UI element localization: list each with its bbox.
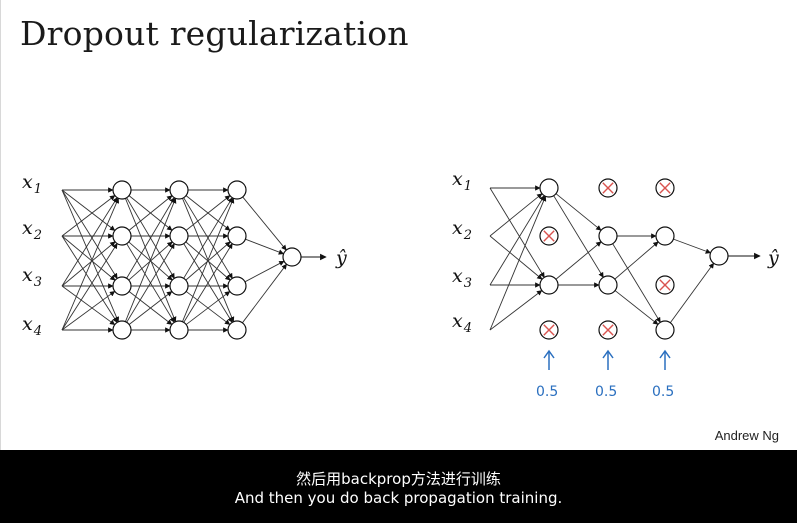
left-edge (61, 189, 120, 323)
subtitle-bar: 然后用backprop方法进行训练 And then you do back p… (0, 450, 797, 523)
subtitle-chinese: 然后用backprop方法进行训练 (296, 470, 501, 488)
left-hidden-node (112, 180, 132, 200)
left-edge (185, 195, 231, 231)
right-output-label: ŷ (767, 247, 779, 269)
left-edge (128, 195, 173, 231)
right-input-label: x1 (452, 168, 472, 194)
left-edge (61, 235, 118, 323)
subtitle-english: And then you do back propagation trainin… (234, 489, 563, 507)
left-network-nodes (112, 180, 302, 340)
left-edge (61, 197, 120, 331)
right-hidden-node (539, 275, 559, 295)
author-credit: Andrew Ng (714, 428, 779, 443)
right-network-edges (489, 185, 761, 331)
left-edge (182, 197, 235, 322)
keep-prob-label: 0.5 (536, 384, 558, 400)
right-hidden-node (655, 320, 675, 340)
left-edge (61, 189, 116, 231)
right-edge (555, 193, 602, 231)
left-network-edges (61, 187, 327, 333)
right-edge (553, 195, 604, 278)
left-edge (183, 197, 233, 279)
left-edge (61, 290, 116, 331)
left-input-label: x1 (22, 171, 42, 197)
left-edge (244, 260, 285, 283)
dropout-diagram: x1 x2 x3 x4 ŷ x1 x2 x3 x4 ŷ 0.5 0.5 0.5 (22, 168, 779, 400)
left-hidden-node (227, 320, 247, 340)
left-hidden-node (169, 180, 189, 200)
left-hidden-node (227, 276, 247, 296)
left-edge (245, 238, 285, 255)
left-hidden-node (169, 320, 189, 340)
left-hidden-node (227, 180, 247, 200)
left-edge (61, 285, 116, 326)
left-edge (242, 263, 287, 324)
left-hidden-node (227, 226, 247, 246)
left-edge (61, 197, 118, 287)
left-input-label: x3 (22, 264, 42, 290)
left-edge (126, 197, 175, 279)
left-hidden-node (112, 276, 132, 296)
left-edge (124, 197, 177, 322)
left-hidden-node (169, 276, 189, 296)
left-edge (61, 243, 118, 331)
left-edge (183, 243, 233, 323)
left-edge (128, 291, 173, 325)
dropped-node (655, 275, 675, 295)
keep-prob-annotations: 0.5 0.5 0.5 (536, 349, 674, 400)
right-edge (489, 187, 545, 278)
right-hidden-node (598, 226, 618, 246)
right-input-label: x4 (452, 310, 472, 336)
right-edge (614, 241, 659, 280)
left-edge (185, 291, 231, 325)
keep-prob-arrow (543, 349, 555, 370)
right-hidden-node (598, 275, 618, 295)
dropped-node (655, 178, 675, 198)
right-edge (489, 290, 543, 331)
right-edge (489, 235, 543, 280)
dropped-node (539, 320, 559, 340)
keep-prob-arrow (659, 349, 671, 370)
right-edge (489, 195, 545, 286)
left-hidden-node (112, 320, 132, 340)
right-edge (489, 195, 547, 331)
left-output-node (282, 247, 302, 267)
slide-edge (0, 0, 1, 450)
dropped-node (539, 226, 559, 246)
left-edge (61, 241, 116, 287)
keep-prob-arrow (602, 349, 614, 370)
right-input-label: x3 (452, 265, 472, 291)
right-edge (489, 193, 543, 237)
left-edge (61, 189, 118, 279)
left-output-label: ŷ (335, 247, 347, 269)
left-edge (242, 196, 287, 251)
dropped-node (598, 320, 618, 340)
right-edge (612, 243, 661, 323)
right-output-node (709, 246, 729, 266)
left-edge (61, 195, 116, 237)
left-edge (61, 235, 116, 281)
dropped-node (598, 178, 618, 198)
right-network-nodes (539, 178, 729, 340)
right-edge (669, 262, 715, 323)
right-edge (555, 241, 602, 280)
left-hidden-node (112, 226, 132, 246)
right-input-label: x2 (452, 217, 472, 243)
left-hidden-node (169, 226, 189, 246)
left-input-label: x4 (22, 313, 42, 339)
left-input-label: x2 (22, 217, 42, 243)
right-hidden-node (655, 226, 675, 246)
keep-prob-label: 0.5 (652, 384, 674, 400)
keep-prob-label: 0.5 (595, 384, 617, 400)
left-edge (126, 243, 175, 323)
slide-title: Dropout regularization (20, 14, 409, 53)
right-edge (614, 290, 659, 325)
right-hidden-node (539, 178, 559, 198)
right-edge (673, 238, 712, 254)
